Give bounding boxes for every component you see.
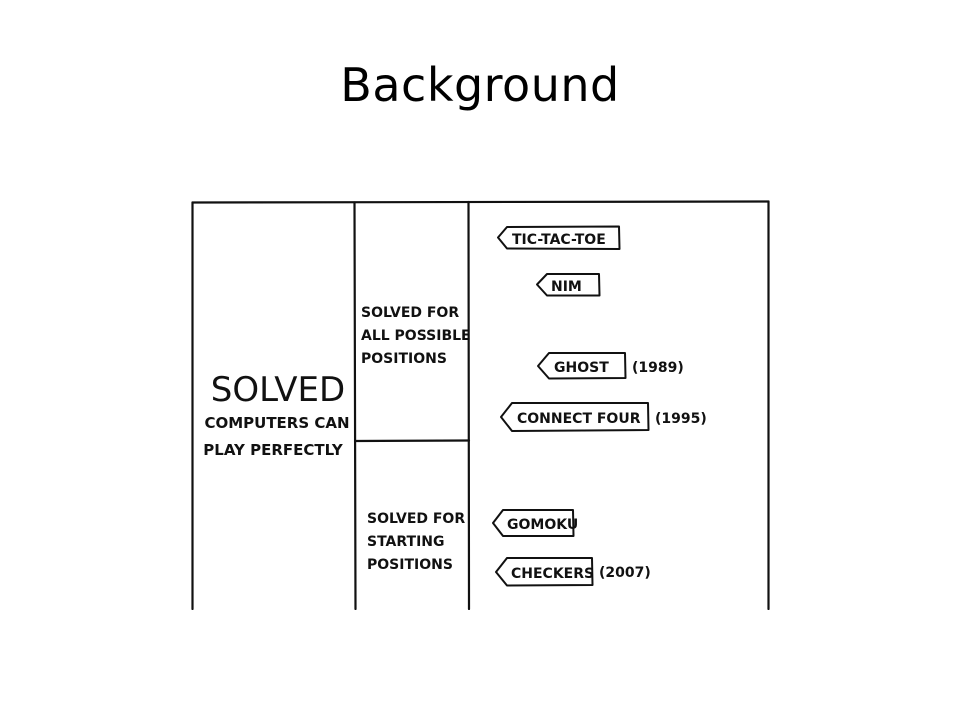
game-tag-checkers: CHECKERS (2007) bbox=[495, 557, 651, 587]
game-year: (1995) bbox=[655, 411, 707, 427]
starting-positions-line-3: POSITIONS bbox=[367, 557, 453, 573]
game-tag-nim: NIM bbox=[536, 273, 601, 297]
game-tag-gomoku: GOMOKU bbox=[492, 509, 578, 537]
solved-line-1: COMPUTERS CAN bbox=[204, 414, 349, 432]
game-name: TIC-TAC-TOE bbox=[512, 232, 606, 248]
starting-positions-line-2: STARTING bbox=[367, 534, 445, 550]
game-tag-tic-tac-toe: TIC-TAC-TOE bbox=[497, 225, 621, 250]
tag-shape bbox=[497, 225, 621, 250]
game-tag-connect-four: CONNECT FOUR (1995) bbox=[500, 402, 707, 432]
panel-borders bbox=[191, 200, 770, 610]
game-name: GHOST bbox=[554, 360, 609, 376]
game-name: GOMOKU bbox=[507, 517, 578, 533]
tag-shape bbox=[500, 402, 650, 432]
solved-line-2: PLAY PERFECTLY bbox=[203, 441, 344, 459]
all-positions-line-2: ALL POSSIBLE bbox=[361, 328, 471, 344]
game-tag-ghost: GHOST (1989) bbox=[537, 352, 684, 380]
solved-heading: SOLVED bbox=[211, 370, 345, 410]
tag-shape bbox=[492, 509, 575, 537]
solved-games-comic: SOLVED COMPUTERS CAN PLAY PERFECTLY SOLV… bbox=[191, 200, 770, 610]
game-name: CONNECT FOUR bbox=[517, 411, 641, 427]
tag-shape bbox=[537, 352, 627, 380]
starting-positions-line-1: SOLVED FOR bbox=[367, 511, 465, 527]
game-name: NIM bbox=[551, 279, 582, 295]
tag-shape bbox=[495, 557, 594, 587]
all-positions-line-3: POSITIONS bbox=[361, 351, 447, 367]
game-year: (2007) bbox=[599, 565, 651, 581]
all-positions-line-1: SOLVED FOR bbox=[361, 305, 459, 321]
tag-shape bbox=[536, 273, 601, 297]
game-name: CHECKERS bbox=[511, 566, 594, 582]
game-year: (1989) bbox=[632, 360, 684, 376]
slide-title: Background bbox=[340, 58, 620, 112]
